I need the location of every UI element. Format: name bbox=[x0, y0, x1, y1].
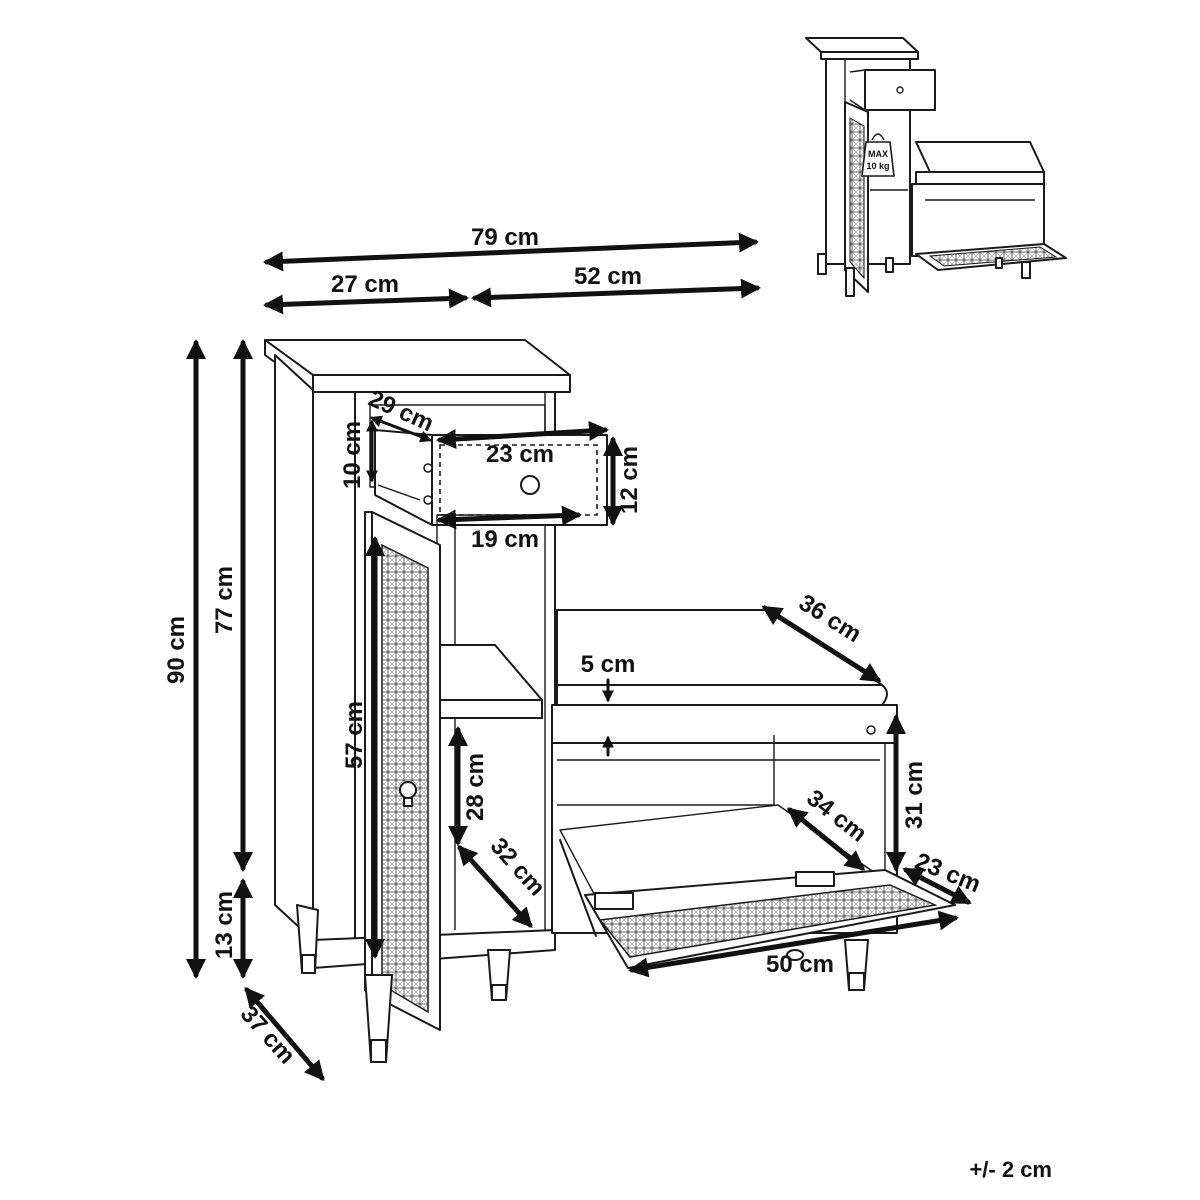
bench-top-board bbox=[551, 704, 898, 744]
leg-front-left-cap bbox=[370, 1039, 387, 1063]
flap-hinge-right bbox=[795, 871, 835, 887]
leg-back-right-cap bbox=[491, 984, 507, 1001]
thumb-load-label: 10 kg bbox=[866, 161, 889, 171]
thumb-top-edge bbox=[820, 51, 919, 60]
label-drawer-inner-height: 10 cm bbox=[339, 421, 366, 489]
dim-line-drawer-width-top bbox=[436, 420, 609, 450]
label-shoe-height: 31 cm bbox=[901, 761, 928, 829]
label-shelf-height: 28 cm bbox=[462, 753, 489, 821]
label-drawer-width-bottom: 19 cm bbox=[471, 526, 539, 553]
label-leg-height: 13 cm bbox=[211, 891, 238, 959]
thumb-leg-4 bbox=[1021, 261, 1031, 279]
cabinet-door-knob-base bbox=[403, 797, 413, 807]
dim-line-shelf-depth bbox=[457, 845, 533, 928]
dim-line-bench-width bbox=[471, 278, 761, 308]
thumb-leg-5 bbox=[995, 257, 1003, 269]
thumb-max-load-icon: MAX 10 kg bbox=[861, 133, 895, 177]
thumb-flap-rattan bbox=[928, 246, 1058, 267]
thumb-bench-cushion-top bbox=[915, 141, 1045, 173]
dim-line-cabinet-width bbox=[263, 288, 469, 315]
dim-line-drawer-width-bottom bbox=[436, 505, 582, 530]
thumb-max-label: MAX bbox=[868, 149, 888, 159]
thumb-leg-1 bbox=[817, 253, 827, 275]
label-total-width: 79 cm bbox=[471, 224, 539, 251]
cabinet-top-board bbox=[264, 339, 571, 376]
label-total-height: 90 cm bbox=[163, 616, 190, 684]
label-bench-width: 52 cm bbox=[574, 263, 642, 290]
cabinet-top-front-edge bbox=[312, 374, 571, 393]
thumb-drawer-knob bbox=[896, 86, 904, 94]
label-drawer-width-top: 23 cm bbox=[486, 441, 554, 468]
main-view bbox=[264, 339, 956, 1063]
thumb-leg-3 bbox=[885, 257, 894, 273]
label-cushion-thickness: 5 cm bbox=[581, 651, 636, 678]
flap-hinge-left bbox=[594, 892, 634, 910]
cabinet-left-side bbox=[274, 354, 314, 941]
label-door-height: 57 cm bbox=[341, 701, 368, 769]
dim-line-cushion-depth bbox=[761, 605, 882, 683]
thumb-drawer bbox=[864, 69, 936, 111]
dim-line-total-width bbox=[263, 232, 759, 272]
dim-line-flap-depth bbox=[902, 867, 972, 905]
dim-line-shoe-depth bbox=[786, 807, 866, 871]
thumb-top-board bbox=[805, 37, 919, 53]
thumb-door-rattan bbox=[849, 117, 865, 280]
label-body-height: 77 cm bbox=[211, 566, 238, 634]
label-cabinet-width: 27 cm bbox=[331, 271, 399, 298]
bench-leg-cap bbox=[848, 972, 865, 991]
thumb-leg-2 bbox=[845, 267, 855, 297]
cabinet-door-rattan bbox=[381, 543, 429, 1014]
cabinet-door-knob bbox=[399, 781, 417, 799]
thumbnail-view: MAX 10 kg bbox=[805, 37, 1067, 297]
label-drawer-height: 12 cm bbox=[616, 446, 643, 514]
dimension-lines bbox=[186, 232, 972, 1082]
label-flap-width: 50 cm bbox=[766, 951, 834, 978]
drawer-knob bbox=[520, 475, 540, 495]
cabinet-legs bbox=[296, 904, 511, 1063]
cabinet-shelf-front bbox=[436, 699, 543, 719]
dim-line-flap-width bbox=[628, 910, 959, 978]
dim-line-depth bbox=[244, 986, 325, 1082]
tolerance-note: +/- 2 cm bbox=[969, 1157, 1052, 1182]
drawer-inner-outline bbox=[439, 444, 598, 516]
thumb-bench-cushion bbox=[915, 171, 1045, 185]
leg-back-left-cap bbox=[301, 954, 316, 974]
thumb-bench-body bbox=[911, 183, 1045, 257]
dim-line-drawer-depth bbox=[369, 415, 433, 443]
